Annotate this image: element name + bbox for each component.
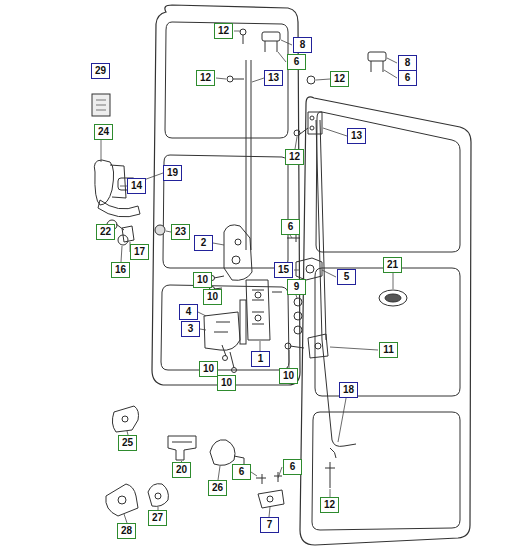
callout-number: 8 (398, 55, 417, 71)
callout-number: 12 (320, 497, 339, 513)
callout-number: 6 (232, 464, 251, 480)
callout-number: 26 (208, 480, 227, 496)
callout-number: 6 (283, 459, 302, 475)
callout-number: 6 (398, 70, 417, 86)
callout-number: 12 (214, 23, 233, 39)
callout-number: 22 (96, 224, 115, 240)
callout-number: 13 (264, 70, 283, 86)
callout-number: 3 (181, 321, 200, 337)
callout-number: 15 (274, 262, 293, 278)
callout-number: 6 (287, 54, 306, 70)
callout-number: 2 (194, 235, 213, 251)
callout-number: 14 (127, 178, 146, 194)
callout-number: 23 (171, 224, 190, 240)
callout-number: 16 (111, 262, 130, 278)
callout-number: 10 (193, 272, 212, 288)
callout-number: 5 (337, 269, 356, 285)
callout-number: 8 (293, 37, 312, 53)
callout-number: 1 (251, 351, 270, 367)
callout-number: 9 (287, 279, 306, 295)
callout-number: 12 (285, 149, 304, 165)
callout-number: 12 (330, 71, 349, 87)
callout-number: 12 (196, 70, 215, 86)
callout-number: 13 (347, 128, 366, 144)
callout-number: 7 (260, 517, 279, 533)
callout-number: 18 (339, 382, 358, 398)
callout-number: 24 (94, 124, 113, 140)
callout-number: 6 (281, 219, 300, 235)
callout-number: 19 (163, 165, 182, 181)
callout-number: 25 (118, 435, 137, 451)
callout-number: 10 (217, 375, 236, 391)
callout-number: 21 (383, 257, 402, 273)
callout-number: 27 (148, 510, 167, 526)
callout-number: 10 (203, 289, 222, 305)
callout-number: 10 (199, 361, 218, 377)
callout-number: 10 (279, 368, 298, 384)
callout-number: 28 (117, 523, 136, 539)
callout-number: 17 (130, 244, 149, 260)
callout-number: 11 (379, 342, 398, 358)
callout-number: 4 (179, 304, 198, 320)
callout-number: 20 (172, 462, 191, 478)
callout-number: 29 (91, 63, 110, 79)
